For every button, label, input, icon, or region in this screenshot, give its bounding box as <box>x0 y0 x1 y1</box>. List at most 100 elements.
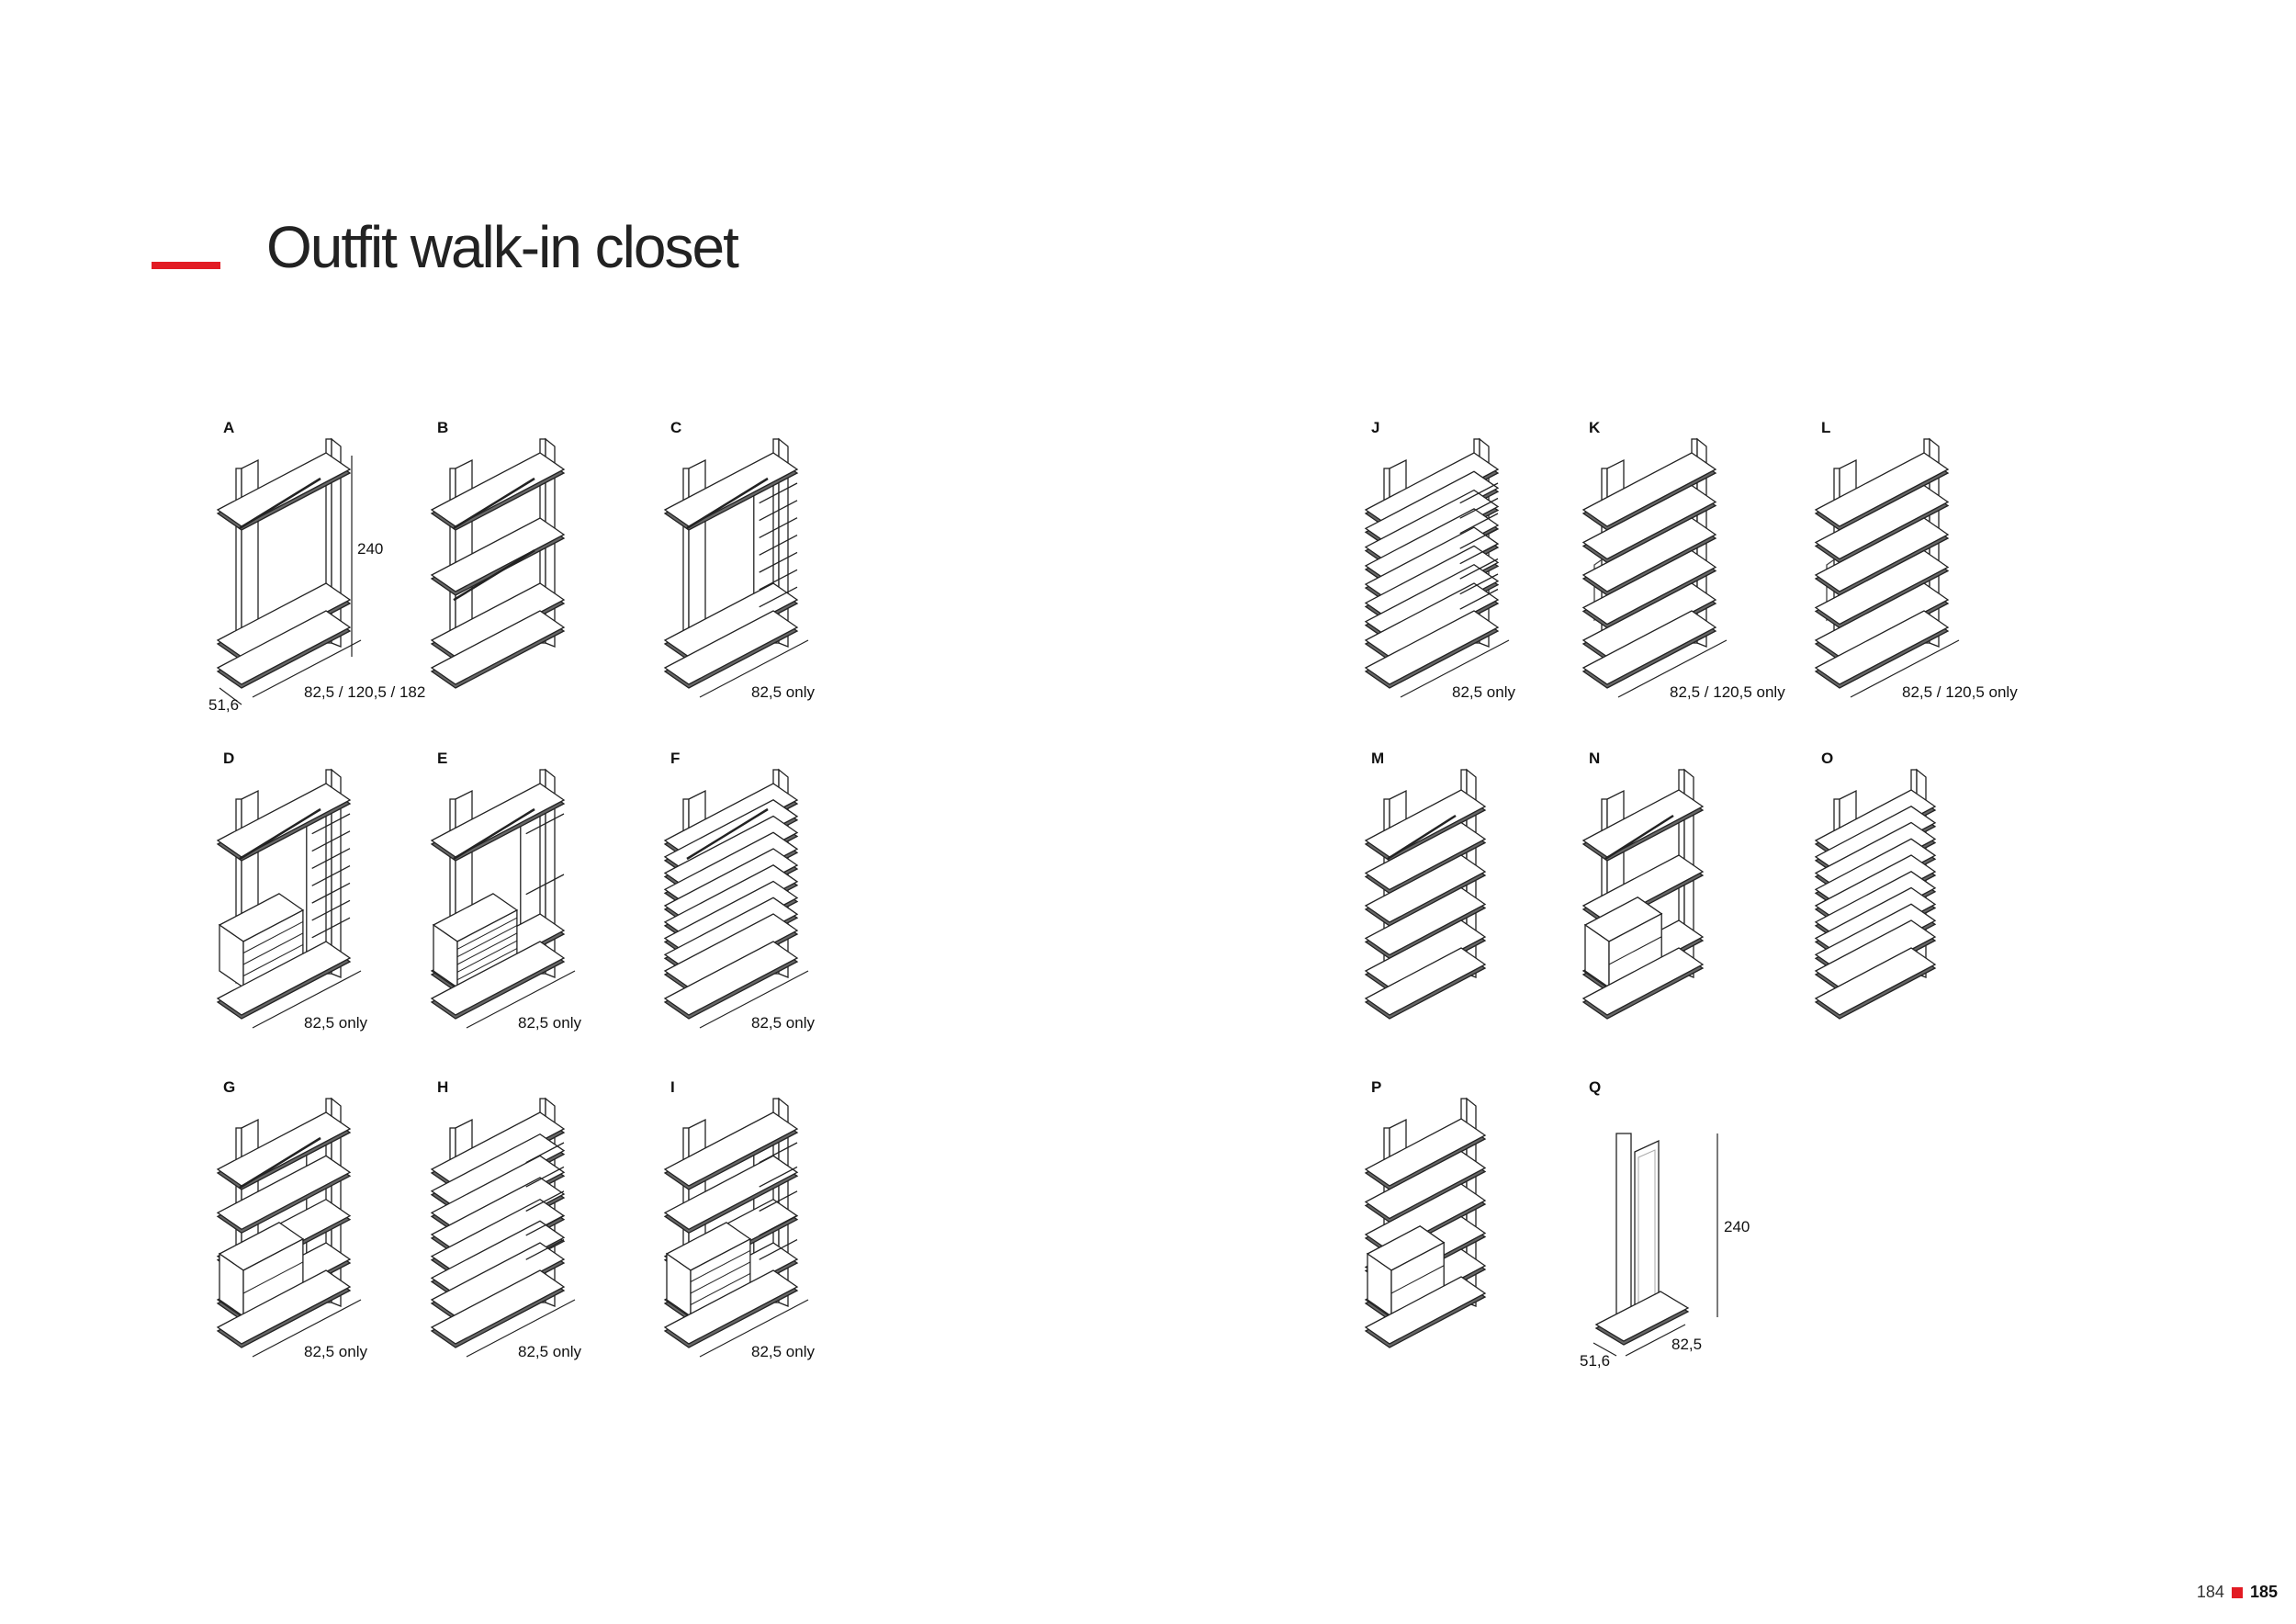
shelf <box>1364 582 1500 658</box>
configuration-label: M <box>1371 750 1385 767</box>
closet-config-I <box>663 1097 809 1358</box>
shelf <box>430 1111 566 1187</box>
shelf <box>1581 582 1717 658</box>
base-plinth <box>1581 947 1705 1016</box>
shelf <box>1814 919 1937 988</box>
drawer <box>242 1261 304 1294</box>
side-shelf <box>759 551 798 573</box>
page-number-right: 185 <box>2249 1583 2278 1601</box>
configuration-label: L <box>1821 419 1831 436</box>
side-shelf <box>759 1239 798 1260</box>
base-plinth <box>663 941 799 1016</box>
side-shelf <box>311 882 351 904</box>
mirror-base <box>1594 1291 1690 1342</box>
base-plinth <box>663 610 799 685</box>
width-dimension: 82,5 / 120,5 only <box>1670 683 1785 701</box>
mirror-back-panel <box>1615 1133 1632 1318</box>
shelf <box>216 783 352 858</box>
hanging-rail <box>686 477 769 530</box>
drawer <box>456 940 518 973</box>
base-plinth <box>430 610 566 685</box>
drawer <box>690 1272 751 1305</box>
configuration-label: Q <box>1589 1078 1602 1096</box>
closet-config-L <box>1814 437 1960 698</box>
side-shelf <box>759 569 798 591</box>
shelf <box>1814 452 1950 527</box>
configuration-label: O <box>1821 750 1834 767</box>
hanging-rail <box>239 807 321 861</box>
drawer <box>1608 936 1662 965</box>
shelf <box>1364 789 1487 858</box>
side-shelf <box>311 830 351 852</box>
closet-config-G <box>216 1097 362 1358</box>
configuration-label: D <box>223 750 235 767</box>
shelf <box>1814 484 1950 560</box>
base-plinth <box>430 1269 566 1345</box>
shelf <box>430 783 566 858</box>
closet-config-F <box>663 768 809 1029</box>
side-shelf <box>1459 497 1499 519</box>
base-plinth <box>1364 610 1500 685</box>
base-plinth <box>1581 610 1717 685</box>
width-dimension-line <box>1400 639 1510 698</box>
hanging-rail <box>686 807 769 861</box>
shelf <box>1364 1118 1487 1187</box>
left-upright <box>449 468 456 653</box>
shelf <box>1814 517 1950 592</box>
side-shelf <box>759 1190 798 1212</box>
drawer <box>242 932 304 965</box>
side-shelf <box>759 1142 798 1164</box>
shelf <box>216 1155 352 1231</box>
width-dimension: 82,5 only <box>304 1343 367 1360</box>
side-shelf <box>311 899 351 921</box>
drawer <box>690 1261 751 1294</box>
width-dimension-line <box>1625 1324 1686 1357</box>
left-upright <box>682 468 690 653</box>
width-dimension: 82,5 <box>1671 1336 1703 1353</box>
depth-dimension: 51,6 <box>1580 1352 1611 1370</box>
shelf <box>430 1155 566 1231</box>
side-shelf <box>759 586 798 608</box>
hanging-rail <box>239 477 321 530</box>
shelf <box>1814 549 1950 626</box>
side-shelf <box>1459 573 1499 595</box>
closet-config-J <box>1364 437 1510 698</box>
side-shelf <box>759 1214 798 1236</box>
side-shelf <box>1459 482 1499 504</box>
drawer <box>456 925 518 958</box>
drawer <box>1390 1265 1445 1294</box>
configuration-label: G <box>223 1078 236 1096</box>
side-shelf <box>311 848 351 869</box>
width-dimension-line <box>252 639 362 698</box>
base-plinth <box>216 1269 352 1345</box>
shelf <box>430 1133 566 1209</box>
side-shelf <box>759 500 798 522</box>
side-shelf <box>311 917 351 939</box>
configuration-label: P <box>1371 1078 1382 1096</box>
width-dimension-line <box>252 1299 362 1358</box>
width-dimension-line <box>699 1299 809 1358</box>
base-plinth <box>1814 947 1937 1016</box>
closet-config-K <box>1581 437 1728 698</box>
width-dimension: 82,5 only <box>518 1343 581 1360</box>
closet-config-O <box>1814 768 1937 1020</box>
base-plinth <box>1814 610 1950 685</box>
configuration-label: K <box>1589 419 1601 436</box>
width-dimension-line <box>466 970 576 1029</box>
drawer <box>690 1249 751 1282</box>
side-shelf <box>759 482 798 504</box>
hanging-rail <box>1387 814 1457 861</box>
shelf <box>663 582 799 658</box>
side-shelf <box>759 1166 798 1188</box>
shelf <box>663 913 799 988</box>
shelf <box>1581 789 1705 858</box>
width-dimension: 82,5 only <box>751 1014 815 1032</box>
shelf <box>1364 854 1487 923</box>
closet-config-P <box>1364 1097 1487 1348</box>
width-dimension-line <box>699 639 809 698</box>
side-shelf <box>525 1190 565 1212</box>
drawer <box>242 943 304 976</box>
configuration-label: C <box>670 419 682 436</box>
hanging-rail <box>453 807 535 861</box>
width-dimension-line <box>466 1299 576 1358</box>
